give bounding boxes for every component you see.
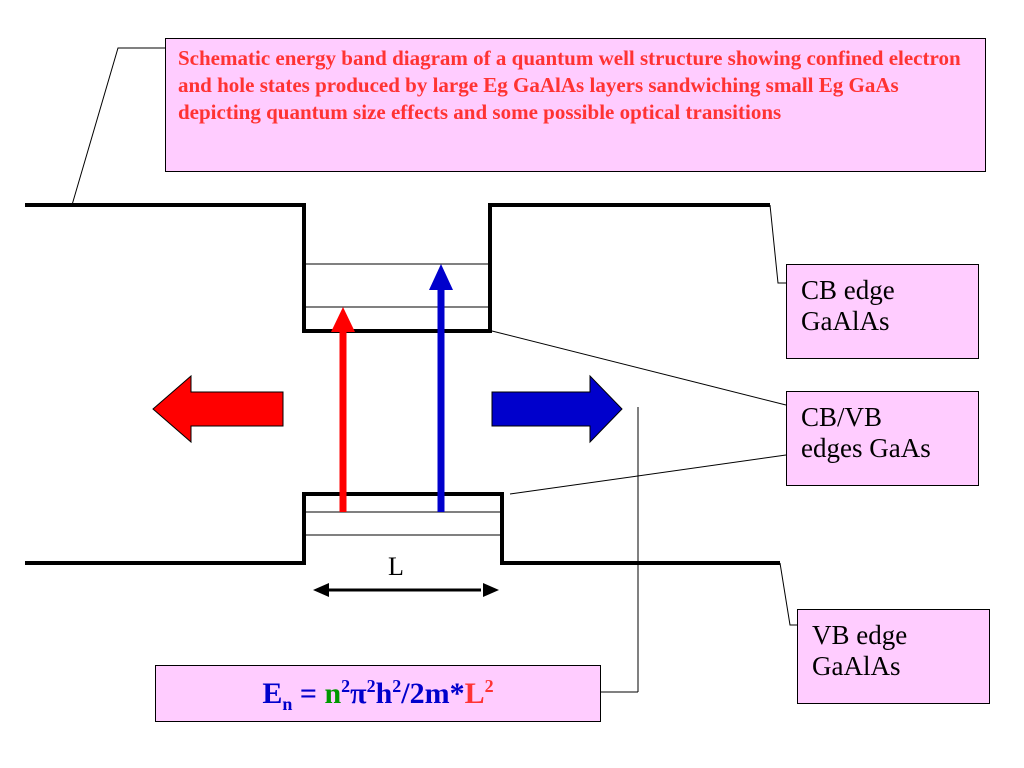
caption-leader-line	[71, 47, 165, 206]
vb-edge-label-line2: GaAlAs	[812, 651, 901, 681]
well-edges-label-line2: edges GaAs	[801, 433, 931, 463]
red-transition-arrow	[331, 307, 355, 512]
well-edges-label-line1: CB/VB	[801, 402, 883, 432]
formula-well-width: L	[464, 677, 485, 710]
vb-edge-label-line1: VB edge	[812, 620, 908, 650]
well-vb-leader-line	[509, 454, 787, 495]
formula-sup-h: 2	[392, 676, 402, 696]
formula-h: h	[375, 677, 393, 710]
formula-quantum-number: n	[324, 677, 342, 710]
formula-sup-n: 2	[341, 676, 351, 696]
valence-band-edge	[25, 492, 780, 565]
energy-formula: En = n2π2h2/2m*L2	[155, 665, 601, 722]
vb-edge-gaalas-label: VB edge GaAlAs	[797, 609, 990, 704]
well-width-label: L	[388, 552, 404, 581]
cb-edge-label-line2: GaAlAs	[801, 306, 890, 336]
diagram-caption: Schematic energy band diagram of a quant…	[165, 38, 986, 172]
cb-edge-gaalas-label: CB edge GaAlAs	[786, 264, 979, 359]
formula-sup-pi: 2	[366, 676, 376, 696]
formula-sup-l: 2	[484, 676, 494, 696]
formula-mass-term: /2m*	[401, 677, 465, 710]
blue-right-block-arrow	[491, 374, 623, 444]
cb-edge-label-line1: CB edge	[801, 275, 895, 305]
well-width-arrow	[313, 583, 499, 597]
conduction-band-edge	[25, 203, 770, 333]
formula-pi: π	[350, 677, 367, 710]
red-left-block-arrow	[152, 374, 284, 444]
well-cb-leader-line	[491, 330, 787, 406]
formula-energy-subscript: n	[282, 694, 293, 714]
cb-vb-edges-gaas-label: CB/VB edges GaAs	[786, 391, 979, 486]
vb-edge-leader-line	[779, 562, 797, 626]
cb-edge-leader-line	[769, 204, 786, 284]
formula-equals: =	[292, 677, 325, 710]
formula-energy: E	[262, 677, 283, 710]
blue-transition-arrow	[429, 264, 453, 512]
